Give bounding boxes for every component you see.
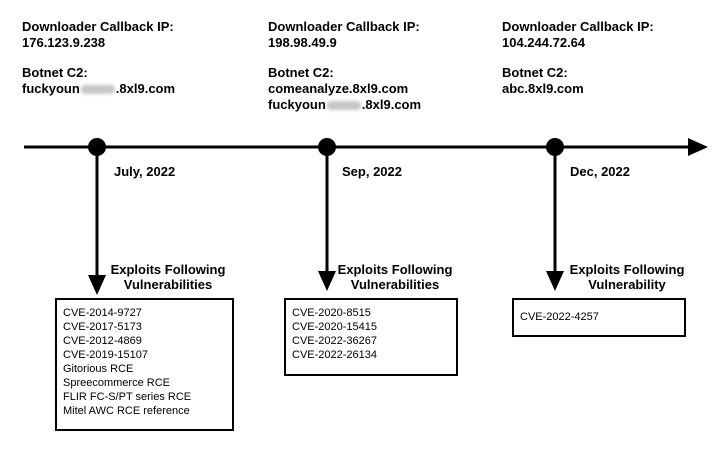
vuln-item: CVE-2019-15107 [63, 349, 149, 361]
c2-label: Botnet C2: [22, 65, 88, 80]
callback-ip: 198.98.49.9 [268, 35, 337, 50]
redaction-blur [80, 85, 115, 95]
timeline-arrowhead [688, 138, 708, 156]
vuln-item: CVE-2022-4257 [520, 311, 599, 323]
callback-ip: 176.123.9.238 [22, 35, 106, 50]
timeline-dot-1 [88, 138, 106, 156]
event-3-date: Dec, 2022 [570, 164, 630, 179]
event-1-vuln-box: CVE-2014-9727 CVE-2017-5173 CVE-2012-486… [55, 298, 234, 431]
vuln-item: Spreecommerce RCE [63, 377, 170, 389]
callback-label: Downloader Callback IP: [502, 19, 654, 34]
c2-domain: fuckyoun.8xl9.com [268, 97, 422, 112]
down-arrowhead-1 [88, 275, 106, 295]
c2-label: Botnet C2: [268, 65, 334, 80]
vuln-item: CVE-2012-4869 [63, 335, 142, 347]
c2-domain: fuckyoun.8xl9.com [22, 81, 176, 96]
vuln-item: Gitorious RCE [63, 363, 134, 375]
vuln-item: CVE-2022-36267 [292, 335, 378, 347]
event-3-exploits-label: Exploits Following Vulnerability [569, 262, 685, 292]
vuln-item: CVE-2022-26134 [292, 349, 378, 361]
vuln-item: CVE-2014-9727 [63, 307, 142, 319]
event-1-date: July, 2022 [114, 164, 176, 179]
vuln-item: CVE-2017-5173 [63, 321, 142, 333]
vuln-item: Mitel AWC RCE reference [63, 405, 190, 417]
c2-domain: abc.8xl9.com [502, 81, 584, 96]
callback-ip: 104.244.72.64 [502, 35, 586, 50]
event-2-vuln-box: CVE-2020-8515 CVE-2020-15415 CVE-2022-36… [284, 298, 458, 376]
c2-domain: comeanalyze.8xl9.com [268, 81, 409, 96]
event-3-vuln-box: CVE-2022-4257 [512, 298, 686, 337]
c2-label: Botnet C2: [502, 65, 568, 80]
event-2-date: Sep, 2022 [342, 164, 402, 179]
timeline-dot-3 [546, 138, 564, 156]
redaction-blur [326, 101, 361, 111]
callback-label: Downloader Callback IP: [22, 19, 174, 34]
event-2-info: Downloader Callback IP: 198.98.49.9 Botn… [268, 19, 421, 113]
event-3-info: Downloader Callback IP: 104.244.72.64 Bo… [502, 19, 654, 97]
callback-label: Downloader Callback IP: [268, 19, 420, 34]
vuln-item: CVE-2020-8515 [292, 307, 371, 319]
vuln-item: FLIR FC-S/PT series RCE [63, 391, 192, 403]
down-arrowhead-3 [546, 271, 564, 291]
event-1-exploits-label: Exploits Following Vulnerabilities [110, 262, 226, 292]
event-2-exploits-label: Exploits Following Vulnerabilities [337, 262, 453, 292]
down-arrowhead-2 [318, 271, 336, 291]
event-1-info: Downloader Callback IP: 176.123.9.238 Bo… [22, 19, 175, 97]
vuln-item: CVE-2020-15415 [292, 321, 378, 333]
timeline-dot-2 [318, 138, 336, 156]
